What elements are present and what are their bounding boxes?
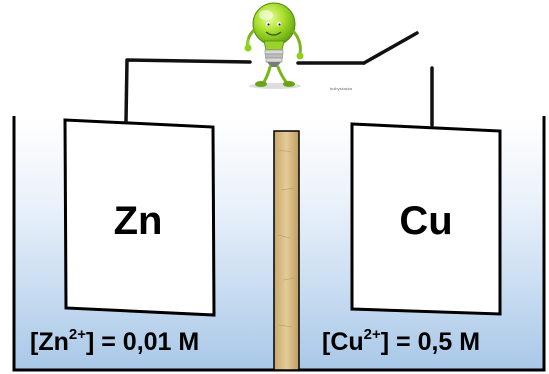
cu-electrode-label: Cu — [399, 199, 452, 243]
zn-ion-charge: 2+ — [69, 326, 86, 343]
salt-bridge — [273, 130, 300, 371]
cu-ion-open: [Cu — [322, 328, 364, 356]
external-circuit — [124, 31, 434, 127]
zn-ion-open: [Zn — [30, 328, 69, 356]
zn-ion-concentration: [Zn2+] = 0,01 M — [30, 326, 199, 356]
zn-ion-value: ] = 0,01 M — [86, 328, 199, 356]
bulb-watermark-caption: bulbyskazka — [330, 86, 353, 91]
cu-electrode — [350, 122, 502, 316]
cu-ion-concentration: [Cu2+] = 0,5 M — [322, 326, 480, 356]
salt-bridge-grain — [277, 149, 296, 328]
cu-ion-value: ] = 0,5 M — [381, 328, 480, 356]
zn-electrode-label: Zn — [114, 199, 163, 243]
cu-ion-charge: 2+ — [364, 326, 381, 343]
light-bulb-icon — [244, 2, 304, 89]
switch-lever — [362, 31, 419, 65]
zn-electrode — [63, 118, 216, 317]
